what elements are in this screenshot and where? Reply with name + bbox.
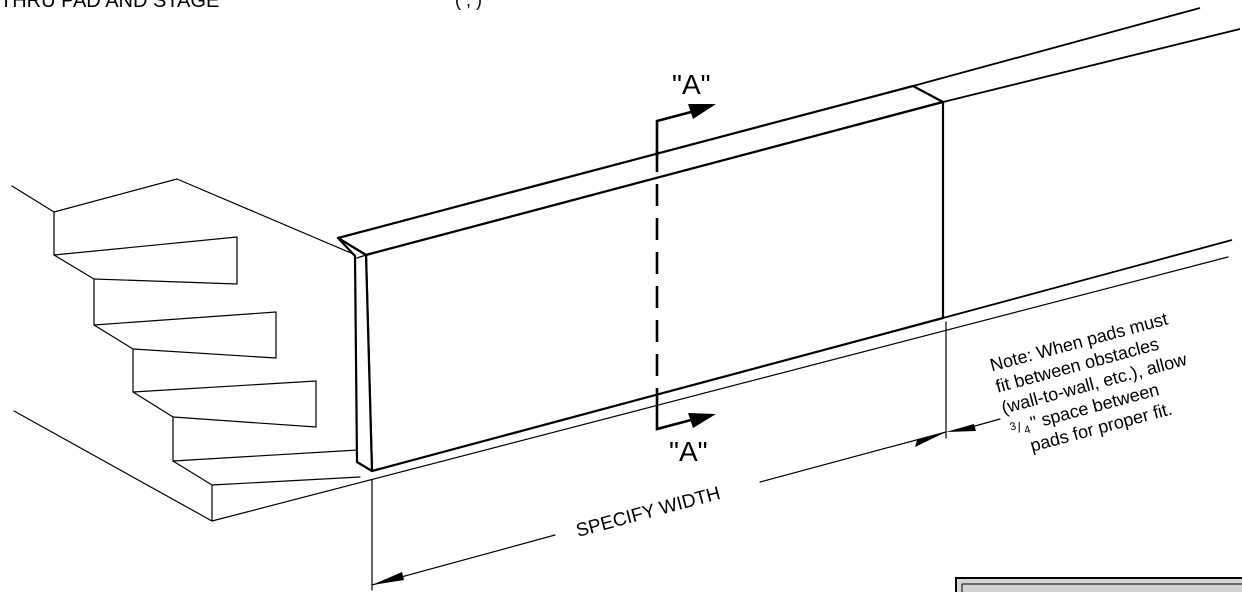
stairs <box>11 178 1229 522</box>
fit-note: Note: When pads must fit between obstacl… <box>988 309 1190 456</box>
header-center-label: ( , ) <box>455 0 482 10</box>
specify-width-label: SPECIFY WIDTH <box>574 483 723 542</box>
section-arrow-top <box>688 104 716 119</box>
stage-edge <box>912 7 1241 319</box>
section-label-top: "A" <box>672 69 711 100</box>
note-fraction-slash: / <box>1015 419 1023 435</box>
note-fraction-denominator: 4 <box>1023 424 1032 437</box>
pad <box>336 84 945 473</box>
dimension-arrow-left <box>372 572 404 585</box>
gap-arrow-right <box>946 424 976 432</box>
header-left-label: THRU PAD AND STAGE <box>0 0 219 12</box>
note-fraction-numerator: 3 <box>1009 420 1018 433</box>
section-cut-a: "A" "A" <box>655 69 716 467</box>
section-label-bottom: "A" <box>669 436 708 467</box>
title-block-corner <box>955 577 1242 592</box>
dimension-arrow-right <box>915 432 946 447</box>
section-arrow-bottom <box>688 413 716 428</box>
